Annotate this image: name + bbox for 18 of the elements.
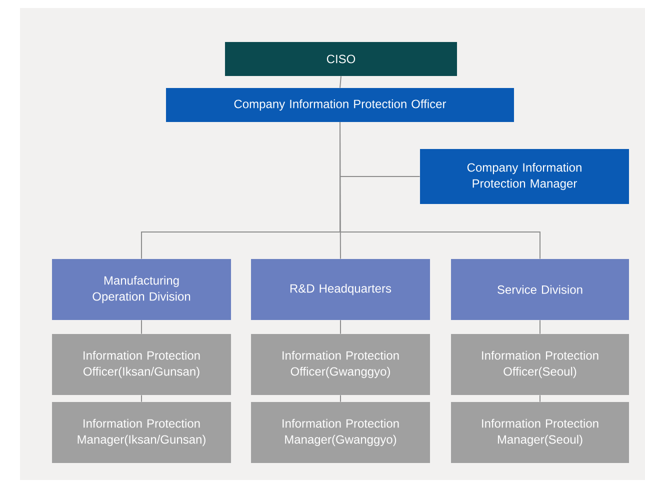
division-box: Service Division — [451, 259, 629, 320]
connector-line — [141, 394, 142, 402]
officer-box: Information Protection Officer(Seoul) — [451, 334, 629, 395]
manager-box: Information Protection Manager(Seoul) — [451, 402, 629, 463]
connector-line — [141, 320, 142, 334]
connector-line — [340, 320, 341, 334]
manager-box: Company Information Protection Manager — [420, 149, 629, 204]
division-box: R&D Headquarters — [251, 259, 430, 320]
officer-box: Information Protection Officer(Iksan/Gunsan) — [52, 334, 231, 395]
connector-line — [340, 122, 540, 260]
connector-line — [340, 394, 341, 402]
division-box: Manufacturing Operation Division — [52, 259, 231, 320]
officer-box: Information Protection Officer(Gwanggyo) — [251, 334, 430, 395]
connector-line — [340, 76, 342, 88]
title-box: CISO — [225, 42, 457, 76]
manager-box: Information Protection Manager(Iksan/Gunsan) — [52, 402, 231, 463]
officer-box: Company Information Protection Officer — [166, 88, 514, 122]
manager-box: Information Protection Manager(Gwanggyo) — [251, 402, 430, 463]
